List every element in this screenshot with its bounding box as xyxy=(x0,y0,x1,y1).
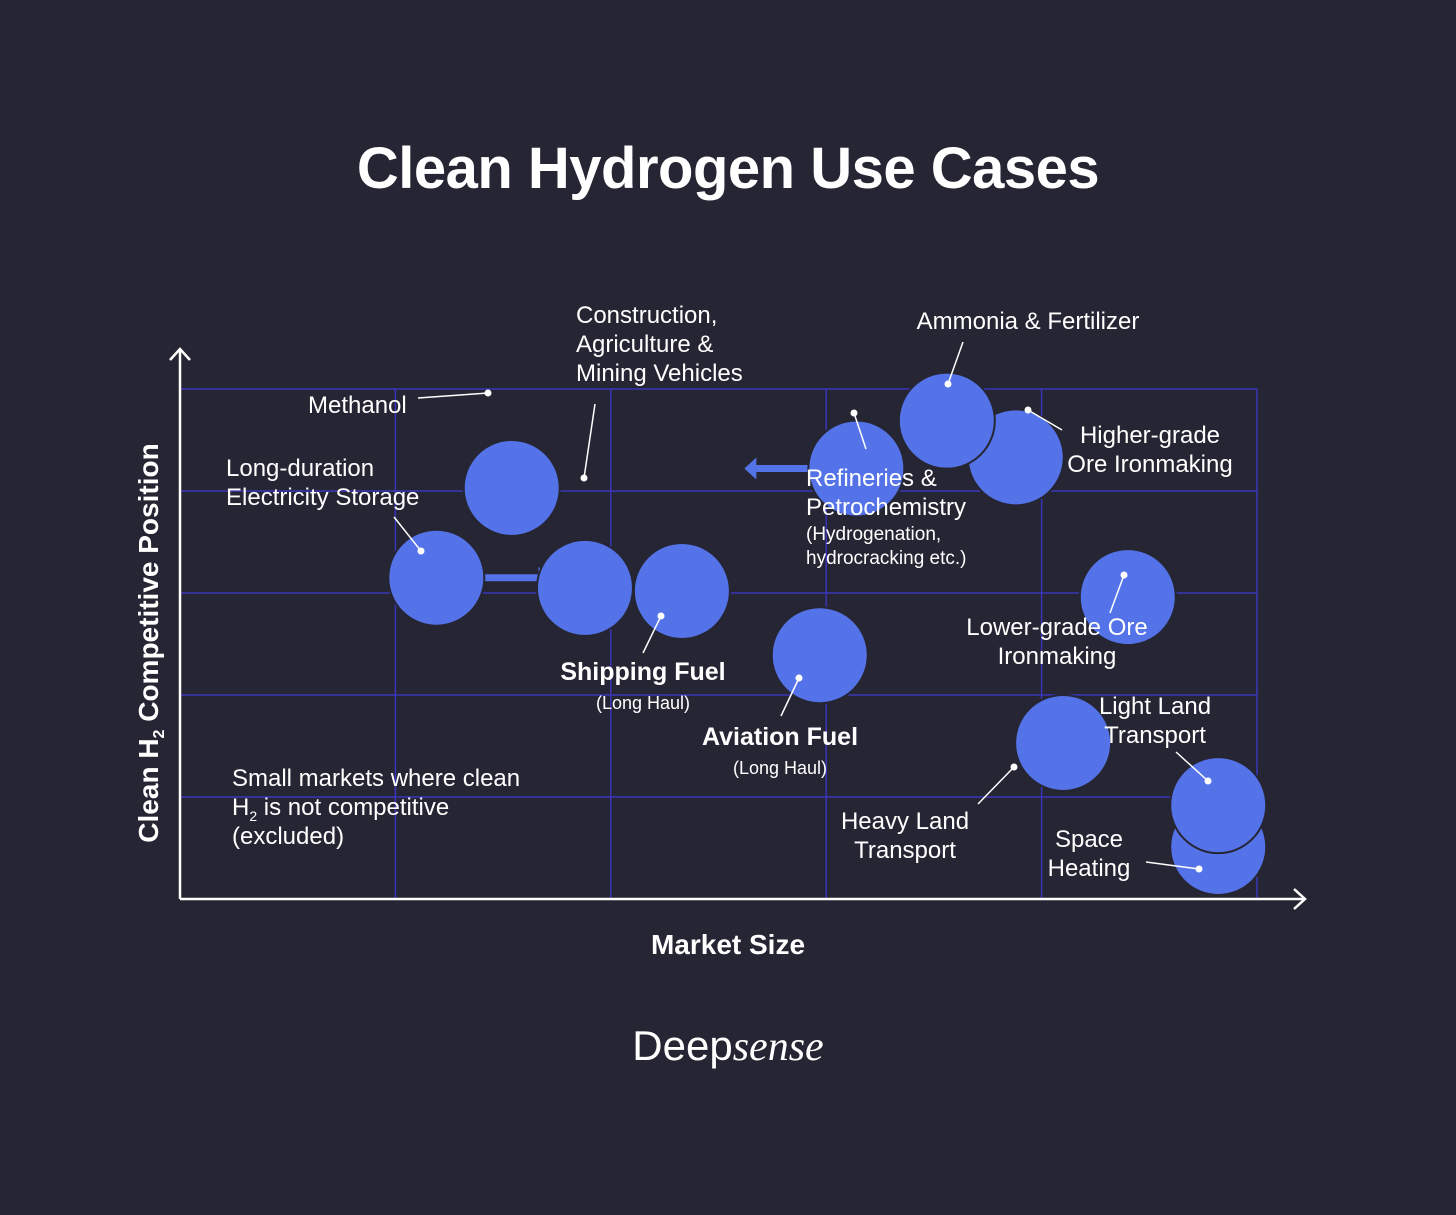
logo-part-deep: Deep xyxy=(632,1022,733,1069)
leader-line xyxy=(583,403,596,479)
data-label: Mining Vehicles xyxy=(576,360,743,387)
bubble-point xyxy=(387,528,486,627)
point-marker xyxy=(795,674,803,682)
bubble-point xyxy=(535,538,634,637)
leader-line xyxy=(1109,574,1125,614)
bubble-point xyxy=(897,371,996,470)
data-label: Light Land xyxy=(1099,693,1211,720)
data-label: Heating xyxy=(1048,855,1131,882)
leader-line xyxy=(977,766,1015,805)
data-label: Lower-grade Ore xyxy=(966,614,1147,641)
data-label: Ore Ironmaking xyxy=(1067,451,1232,478)
data-label: Ironmaking xyxy=(998,643,1117,670)
leader-line xyxy=(393,516,422,552)
data-label: Higher-grade xyxy=(1080,422,1220,449)
bubble-point xyxy=(1014,693,1113,792)
data-label: Heavy Land xyxy=(841,808,969,835)
data-label: Petrochemistry xyxy=(806,494,966,521)
data-sublabel: (Long Haul) xyxy=(596,693,690,713)
data-label: Shipping Fuel xyxy=(560,658,725,686)
data-label: Refineries & xyxy=(806,465,937,492)
chart-title: Clean Hydrogen Use Cases xyxy=(356,136,1100,201)
leader-line xyxy=(780,677,800,717)
leader-line xyxy=(1175,751,1209,782)
point-marker xyxy=(1120,571,1128,579)
leader-line xyxy=(1145,861,1200,870)
bubble-point xyxy=(632,541,731,640)
point-marker xyxy=(944,380,952,388)
y-axis-arrowhead xyxy=(169,347,191,361)
x-axis-arrowhead xyxy=(1293,888,1307,910)
bubble-point xyxy=(1078,548,1177,647)
data-label: Electricity Storage xyxy=(226,484,419,511)
bubble-point xyxy=(1169,756,1268,855)
logo-part-sense: sense xyxy=(732,1024,824,1070)
data-sublabel: (Long Haul) xyxy=(733,758,827,778)
data-label: Space xyxy=(1055,826,1123,853)
brand-logo: Deepsense xyxy=(0,1022,1456,1071)
point-marker xyxy=(580,474,588,482)
data-sublabel: (Hydrogenation, xyxy=(806,524,941,545)
bubble-point xyxy=(462,438,561,537)
leader-line xyxy=(642,615,662,654)
point-marker xyxy=(1024,406,1032,414)
data-label: Long-duration xyxy=(226,455,374,482)
data-label: Agriculture & xyxy=(576,331,713,358)
x-axis-label: Market Size xyxy=(650,929,806,960)
annotation-text: H2 is not competitive xyxy=(232,794,449,824)
leader-line xyxy=(417,392,489,399)
point-marker xyxy=(850,409,858,417)
y-axis-label: Clean H2 Competitive Position xyxy=(133,443,168,842)
annotation-text: Small markets where clean xyxy=(232,765,520,792)
point-marker xyxy=(1010,763,1018,771)
point-marker xyxy=(484,389,492,397)
data-label: Transport xyxy=(1104,722,1206,749)
point-marker xyxy=(417,547,425,555)
point-marker xyxy=(1204,777,1212,785)
annotation-text: (excluded) xyxy=(232,823,344,850)
data-label: Methanol xyxy=(308,392,407,419)
leader-line xyxy=(1027,409,1063,431)
point-marker xyxy=(1195,865,1203,873)
leader-line xyxy=(947,341,964,385)
bubble-point xyxy=(770,606,869,705)
data-sublabel: hydrocracking etc.) xyxy=(806,548,967,569)
data-label: Aviation Fuel xyxy=(702,723,858,751)
data-label: Ammonia & Fertilizer xyxy=(917,308,1140,335)
movement-arrowhead xyxy=(744,457,757,480)
point-marker xyxy=(657,612,665,620)
leader-line xyxy=(853,412,867,450)
data-label: Transport xyxy=(854,837,956,864)
data-label: Construction, xyxy=(576,302,717,329)
